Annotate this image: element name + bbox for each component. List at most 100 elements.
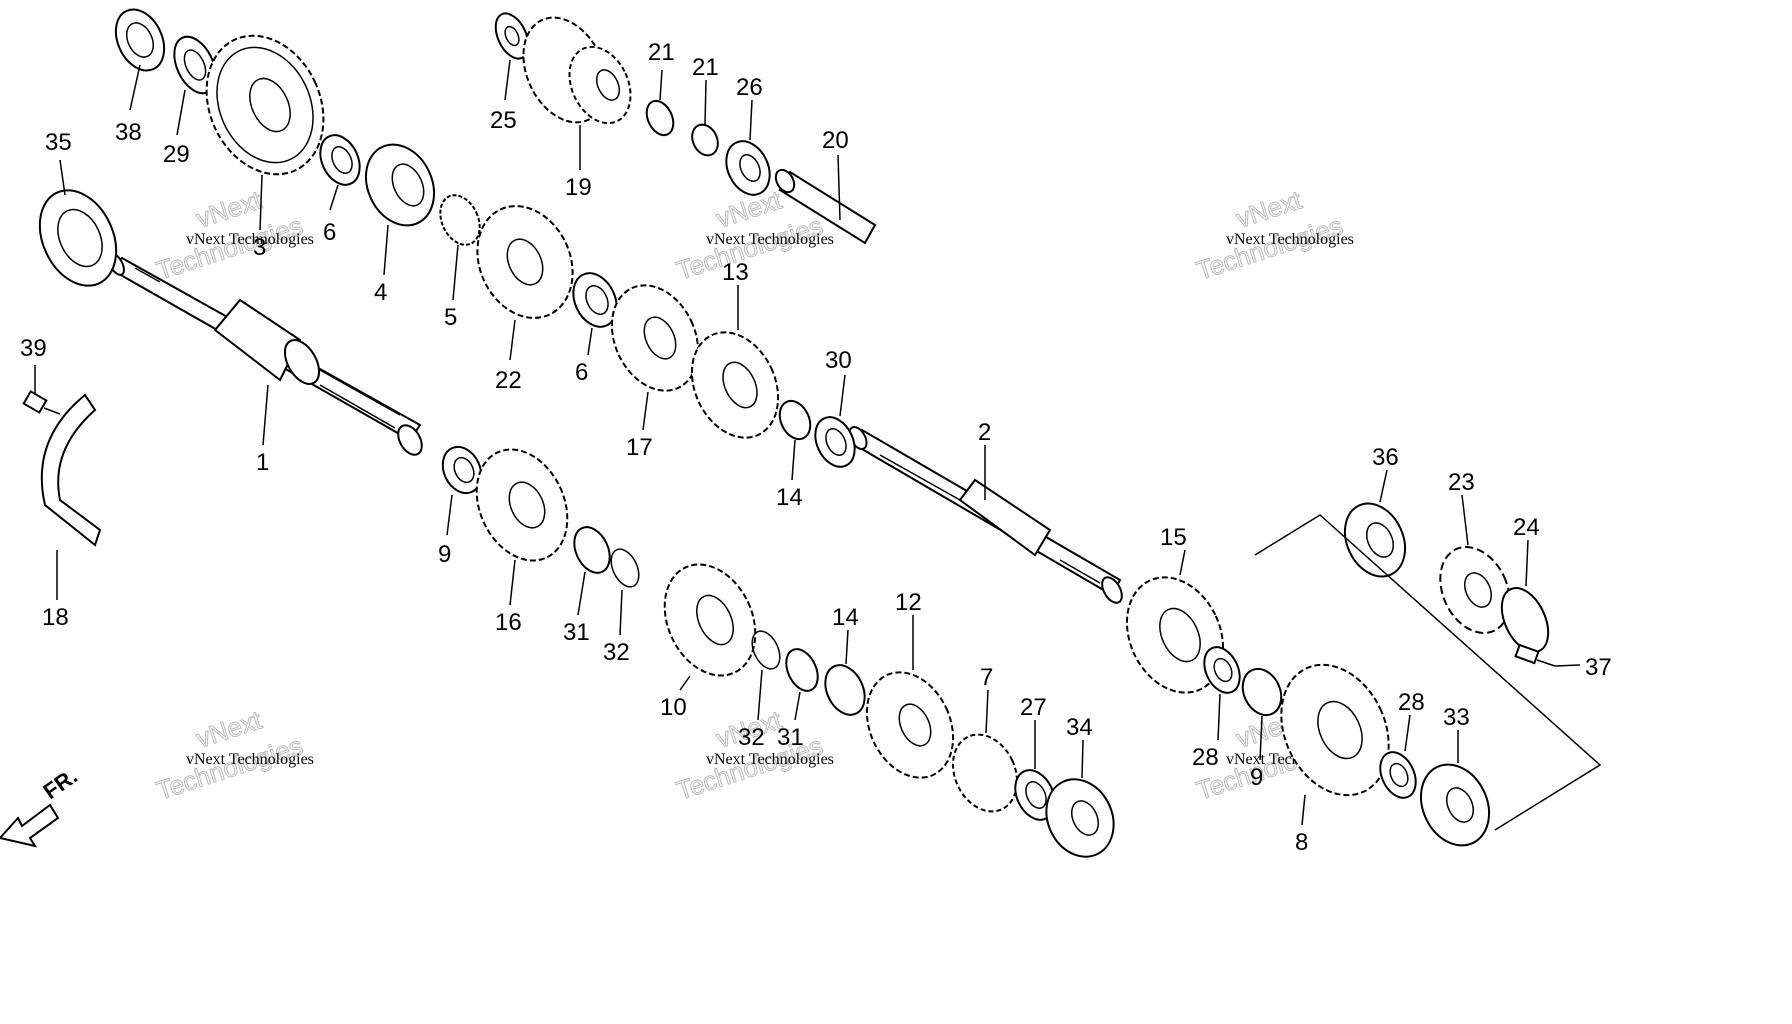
gear-part-22 <box>476 205 574 319</box>
callout-6-upper: 6 <box>323 219 336 246</box>
callout-31-upper: 31 <box>563 619 590 646</box>
callout-38: 38 <box>115 119 142 146</box>
gear-part-16 <box>475 448 569 562</box>
bearing-part-33 <box>1419 763 1491 847</box>
callout-33: 33 <box>1443 704 1470 731</box>
bearing-part-35 <box>38 189 118 287</box>
bushing-part-12 <box>778 399 812 441</box>
callout-1: 1 <box>256 449 269 476</box>
clip-part-32-lower <box>751 630 781 670</box>
bushing-part-21-a <box>645 99 675 137</box>
svg-text:vNext Technologies: vNext Technologies <box>706 751 834 768</box>
callout-31-lower: 31 <box>777 724 804 751</box>
callout-4: 4 <box>374 279 387 306</box>
bolt-part-39 <box>22 390 61 415</box>
callout-20: 20 <box>822 127 849 154</box>
callout-26: 26 <box>736 74 763 101</box>
stopper-plate-part-18 <box>40 393 102 547</box>
callout-11: 13 <box>722 259 749 286</box>
washer-part-26 <box>725 140 771 196</box>
callout-32-lower: 32 <box>738 724 765 751</box>
callout-13: 12 <box>895 589 922 616</box>
watermark-top-left: vNext Technologies vNext Technologies <box>152 184 314 286</box>
gear-part-11 <box>690 331 780 439</box>
callout-34: 34 <box>1066 714 1093 741</box>
washer-part-25 <box>494 12 530 60</box>
gear-part-19 <box>522 16 632 125</box>
bushing-part-14 <box>824 664 866 716</box>
gear-part-3 <box>205 34 325 176</box>
washer-part-31-upper <box>573 526 611 574</box>
bushing-part-6-lower <box>572 272 618 328</box>
callout-22: 22 <box>495 367 522 394</box>
callout-8: 8 <box>1295 829 1308 856</box>
callout-9-left: 9 <box>438 541 451 568</box>
leader-lines <box>34 59 1581 826</box>
counter-shaft-part-2 <box>848 426 1123 604</box>
main-shaft-part-1 <box>107 252 423 456</box>
callout-25: 25 <box>490 107 517 134</box>
bolt-part-37 <box>1514 643 1556 667</box>
bearing-part-34 <box>1045 778 1115 858</box>
callout-35: 35 <box>45 129 72 156</box>
watermark-bottom-center: vNext Technologies vNext Technologies <box>672 704 834 806</box>
callout-12: 14 <box>776 484 803 511</box>
bushing-part-21-b <box>691 123 719 157</box>
svg-text:vNext Technologies: vNext Technologies <box>186 751 314 768</box>
bearing-part-38 <box>114 8 166 72</box>
callout-21-b: 21 <box>692 54 719 81</box>
callout-15: 15 <box>1160 524 1187 551</box>
svg-text:vNext Technologies: vNext Technologies <box>1226 231 1354 248</box>
callout-39: 39 <box>20 335 47 362</box>
callout-14: 14 <box>832 604 859 631</box>
callout-28-right: 28 <box>1398 689 1425 716</box>
callout-6-lower: 6 <box>575 359 588 386</box>
callout-32-upper: 32 <box>603 639 630 666</box>
callout-19: 19 <box>565 174 592 201</box>
callout-30: 30 <box>825 347 852 374</box>
bushing-part-9-left <box>441 445 483 495</box>
sprocket-part-23 <box>1439 546 1511 634</box>
callout-28-left: 28 <box>1192 744 1219 771</box>
gear-part-13 <box>865 671 955 779</box>
bushing-part-9-right <box>1241 667 1283 717</box>
callout-24: 24 <box>1513 514 1540 541</box>
washer-part-28-left <box>1203 646 1241 694</box>
clip-part-32-upper <box>610 548 640 588</box>
callout-29: 29 <box>163 141 190 168</box>
washer-part-30 <box>814 416 856 468</box>
plate-part-24 <box>1500 587 1550 653</box>
svg-text:vNext Technologies: vNext Technologies <box>706 231 834 248</box>
gear-part-17 <box>610 284 700 392</box>
callout-2: 2 <box>978 419 991 446</box>
callout-labels: 38 29 35 3 6 4 5 22 1 39 18 25 19 21 21 … <box>20 39 1612 856</box>
shaft-part-20 <box>774 168 877 245</box>
watermark-top-right: vNext Technologies vNext Technologies <box>1192 184 1354 286</box>
front-direction-arrow: FR. <box>0 763 82 848</box>
callout-36: 36 <box>1372 444 1399 471</box>
callout-17: 17 <box>626 434 653 461</box>
gear-part-7 <box>951 733 1019 813</box>
callout-21-a: 21 <box>648 39 675 66</box>
callout-5: 5 <box>444 304 457 331</box>
svg-text:FR.: FR. <box>39 763 82 804</box>
sprocket-kit-outline <box>1254 514 1602 831</box>
washer-part-28-right <box>1379 751 1417 799</box>
callout-10: 10 <box>660 694 687 721</box>
washer-part-29 <box>173 35 217 95</box>
washer-part-31-lower <box>785 648 819 692</box>
callout-27: 27 <box>1020 694 1047 721</box>
gear-part-8 <box>1280 663 1390 797</box>
callout-23: 23 <box>1448 469 1475 496</box>
callout-16: 16 <box>495 609 522 636</box>
svg-text:vNext Technologies: vNext Technologies <box>186 231 314 248</box>
callout-3: 3 <box>253 234 266 261</box>
gear-part-5 <box>439 194 481 246</box>
callout-18: 18 <box>42 604 69 631</box>
seal-part-36 <box>1343 502 1407 578</box>
callout-37: 37 <box>1585 654 1612 681</box>
gear-part-10 <box>663 563 757 677</box>
callout-9-right: 9 <box>1250 764 1263 791</box>
gear-part-4 <box>364 143 436 227</box>
